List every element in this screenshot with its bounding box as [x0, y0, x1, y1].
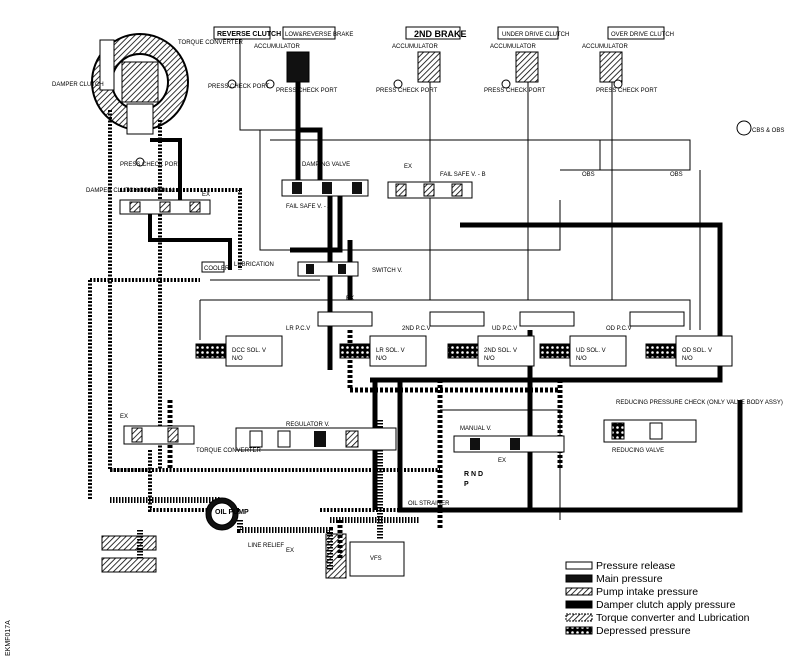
switch-valve: SWITCH V. [297, 261, 403, 277]
ud-sol-no: N/O [576, 356, 587, 362]
accumulator-label-1: ACCUMULATOR [254, 44, 300, 50]
second-sol-label: 2ND SOL. V [484, 348, 517, 354]
ud-pcv-label: UD P.C.V [492, 326, 517, 332]
torque-converter-valve: TORQUE CONVERTER [123, 425, 261, 454]
manual-valve: MANUAL V. R N D P [453, 426, 565, 488]
under-drive-clutch-label: UNDER DRIVE CLUTCH [502, 32, 569, 38]
damping-valve-label: DAMPING VALVE [302, 162, 350, 168]
rnd-label: R N D [464, 471, 483, 478]
legend-intake-text: Pump intake pressure [596, 586, 698, 598]
over-drive-clutch-label: OVER DRIVE CLUTCH [611, 32, 674, 38]
legend-release-text: Pressure release [596, 560, 676, 572]
lr-pcv-label: LR P.C.V [286, 326, 310, 332]
legend-damper-text: Damper clutch apply pressure [596, 599, 736, 611]
legend-depressed: Depressed pressure [565, 625, 691, 637]
accumulator-label-4: ACCUMULATOR [582, 44, 628, 50]
exhaust-labels: EX EX EX EX EX EX [120, 164, 506, 554]
lr-sol-label: LR SOL. V [376, 348, 405, 354]
cooler-label: COOLER [204, 266, 230, 272]
accumulator-label-2: ACCUMULATOR [392, 44, 438, 50]
reverse-clutch-label: REVERSE CLUTCH [217, 31, 281, 38]
ex-label-3: EX [346, 296, 354, 302]
legend-release: Pressure release [565, 560, 676, 572]
oil-pump: OIL PUMP [205, 497, 249, 531]
cooler: COOLER LUBRICATION [201, 261, 274, 273]
check-ports: PRESS CHECK PORT PRESS CHECK PORT PRESS … [120, 79, 658, 168]
manual-valve-label: MANUAL V. [460, 426, 492, 432]
p-label: P [464, 481, 469, 488]
legend-damper: Damper clutch apply pressure [565, 599, 736, 611]
side-code: EKMF017A [5, 620, 12, 656]
vfs-solenoid: VFS [325, 533, 405, 579]
damper-clutch-control-valve: DAMPER CLUTCH CONTROL V. [86, 188, 211, 215]
obs-label-1: OBS [582, 172, 595, 178]
vfs-label: VFS [370, 556, 382, 562]
tc-valve-label: TORQUE CONVERTER [196, 448, 261, 454]
obs-label-2: OBS [670, 172, 683, 178]
legend-main-text: Main pressure [596, 573, 663, 585]
solenoid-valves: DCC SOL. V N/O LR SOL. V N/O 2ND SOL. V … [195, 335, 733, 367]
press-check-port-label-3: PRESS CHECK PORT [376, 88, 438, 94]
press-check-port-label-1: PRESS CHECK PORT [208, 84, 270, 90]
obs-indicators: CBS & OBS OBS OBS [582, 120, 784, 178]
oil-strainer-label: OIL STRAINER [408, 501, 450, 507]
fail-safe-valve-a: FAIL SAFE V. - A DAMPING VALVE [281, 162, 369, 210]
lr-sol-no: N/O [376, 356, 387, 362]
ud-sol-label: UD SOL. V [576, 348, 606, 354]
press-check-port-label-2: PRESS CHECK PORT [276, 88, 338, 94]
second-pcv-label: 2ND P.C.V [402, 326, 431, 332]
ex-label-1: EX [202, 192, 210, 198]
cbs-obs-label: CBS & OBS [752, 128, 784, 134]
damper-clutch-lines [148, 138, 232, 270]
legend-intake: Pump intake pressure [565, 586, 698, 598]
fail-safe-a-label: FAIL SAFE V. - A [286, 204, 331, 210]
second-sol-no: N/O [484, 356, 495, 362]
pressure-control-valves: LR P.C.V 2ND P.C.V UD P.C.V OD P.C.V [286, 311, 685, 332]
line-relief-label: LINE RELIEF [248, 543, 284, 549]
fail-safe-b-label: FAIL SAFE V. - B [440, 172, 486, 178]
accumulator-label-3: ACCUMULATOR [490, 44, 536, 50]
legend-depressed-text: Depressed pressure [596, 625, 691, 637]
ex-label-4: EX [120, 414, 128, 420]
lubrication-label: LUBRICATION [234, 262, 274, 268]
torque-converter-label: TORQUE CONVERTER [178, 40, 243, 46]
damper-clutch-control-label: DAMPER CLUTCH CONTROL V. [86, 188, 176, 194]
torque-converter: TORQUE CONVERTER DAMPER CLUTCH [52, 33, 243, 135]
od-sol-no: N/O [682, 356, 693, 362]
press-check-port-label-4: PRESS CHECK PORT [484, 88, 546, 94]
legend-main: Main pressure [565, 573, 663, 585]
switch-valve-label: SWITCH V. [372, 268, 403, 274]
reducing-check-label: REDUCING PRESSURE CHECK (ONLY VALVE BODY… [616, 400, 783, 406]
ex-label-5: EX [498, 458, 506, 464]
damper-clutch-label: DAMPER CLUTCH [52, 82, 104, 88]
reducing-valve: REDUCING VALVE REDUCING PRESSURE CHECK (… [603, 400, 783, 454]
fail-safe-valve-b: FAIL SAFE V. - B [387, 172, 486, 199]
accumulators: ACCUMULATOR ACCUMULATOR ACCUMULATOR ACCU… [254, 44, 628, 83]
press-check-port-label-5: PRESS CHECK PORT [596, 88, 658, 94]
ex-label-6: EX [286, 548, 294, 554]
low-reverse-brake-label: LOW&REVERSE BRAKE [285, 32, 353, 38]
clutch-headers: REVERSE CLUTCH LOW&REVERSE BRAKE 2ND BRA… [213, 26, 674, 40]
regulator-valve-label: REGULATOR V. [286, 422, 330, 428]
sump-boxes [101, 535, 157, 573]
press-check-port-label-6: PRESS CHECK PORT [120, 162, 182, 168]
reducing-valve-label: REDUCING VALVE [612, 448, 664, 454]
ex-label-2: EX [404, 164, 412, 170]
oil-pump-label: OIL PUMP [215, 509, 249, 516]
legend-tc: Torque converter and Lubrication [565, 612, 750, 624]
legend: Pressure release Main pressure Pump inta… [565, 560, 750, 637]
od-pcv-label: OD P.C.V [606, 326, 632, 332]
od-sol-label: OD SOL. V [682, 348, 712, 354]
regulator-valve: REGULATOR V. [235, 422, 397, 451]
dcc-sol-no: N/O [232, 356, 243, 362]
second-brake-label: 2ND BRAKE [414, 29, 467, 39]
legend-tc-text: Torque converter and Lubrication [596, 612, 750, 624]
dcc-sol-label: DCC SOL. V [232, 348, 266, 354]
